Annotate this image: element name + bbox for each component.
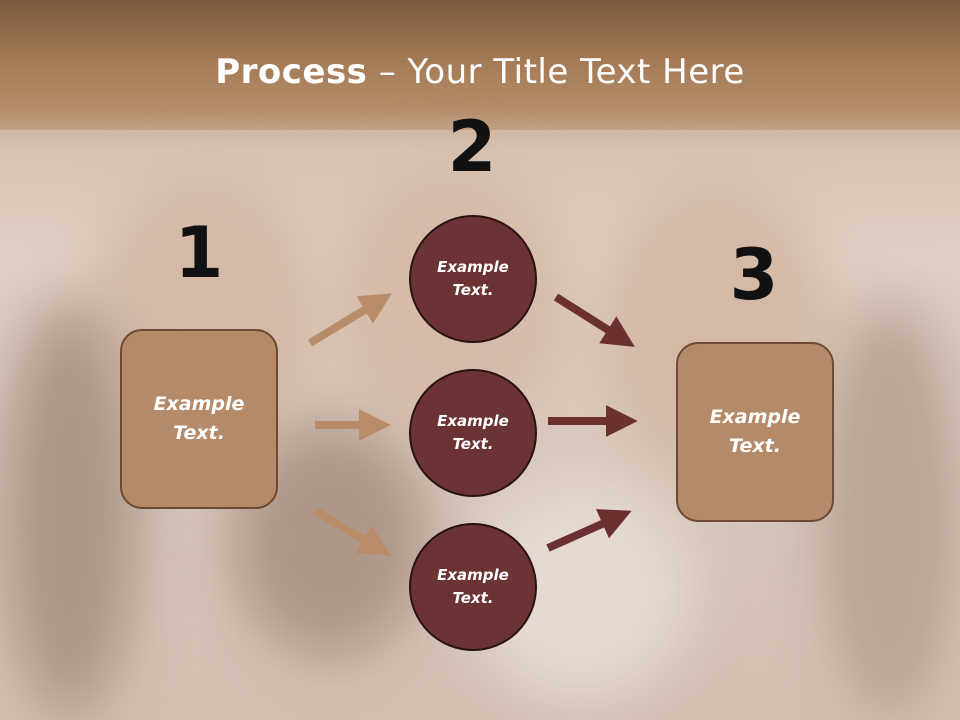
- circle-middle-text: Example Text.: [437, 412, 509, 453]
- step-1-box: Example Text.: [120, 329, 278, 509]
- step-number-1: 1: [174, 212, 224, 294]
- slide-title: Process – Your Title Text Here: [0, 52, 960, 92]
- step-2-circle-top: Example Text.: [409, 215, 537, 343]
- step-number-2: 2: [447, 106, 497, 188]
- step-number-3: 3: [729, 234, 779, 316]
- step-3-box: Example Text.: [676, 342, 834, 522]
- title-rest: – Your Title Text Here: [367, 52, 745, 92]
- title-bold: Process: [215, 52, 368, 92]
- arrow-1-to-top: [307, 293, 392, 347]
- step-2-circle-middle: Example Text.: [409, 369, 537, 497]
- arrow-top-to-3: [553, 293, 635, 347]
- step-3-text: Example Text.: [709, 406, 801, 457]
- circle-bottom-text: Example Text.: [437, 566, 509, 607]
- arrow-bottom-to-3: [546, 509, 632, 552]
- circle-top-text: Example Text.: [437, 258, 509, 299]
- step-1-text: Example Text.: [153, 393, 245, 444]
- step-2-circle-bottom: Example Text.: [409, 523, 537, 651]
- arrow-1-to-bottom: [312, 507, 392, 556]
